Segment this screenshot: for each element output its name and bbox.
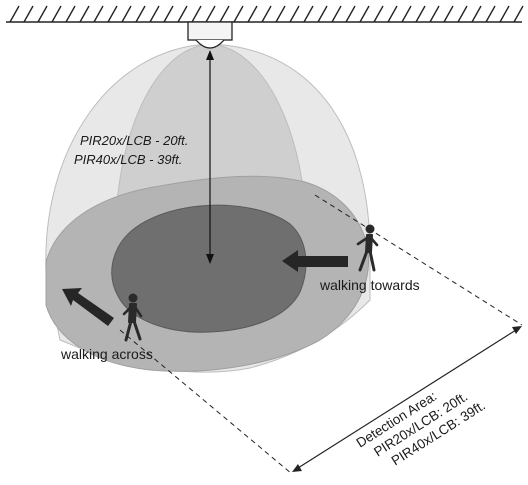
mounting-height-arrow (206, 50, 214, 264)
hatch-mark (65, 5, 76, 23)
hatch-mark (415, 5, 426, 23)
hatch-mark (163, 5, 174, 23)
hatch-mark (485, 5, 496, 23)
hatch-mark (401, 5, 412, 23)
hatch-mark (331, 5, 342, 23)
hatch-mark (121, 5, 132, 23)
hatch-mark (317, 5, 328, 23)
hatch-mark (51, 5, 62, 23)
person-walking-towards-icon (356, 224, 379, 272)
hatch-mark (79, 5, 90, 23)
hatch-mark (359, 5, 370, 23)
hatch-mark (9, 5, 20, 23)
hatch-mark (443, 5, 454, 23)
hatch-mark (499, 5, 510, 23)
walking-across-arrow (62, 288, 114, 326)
hatch-mark (37, 5, 48, 23)
hatch-mark (275, 5, 286, 23)
mounting-height-line1: PIR20x/LCB - 20ft. (80, 133, 188, 148)
hatch-mark (261, 5, 272, 23)
hatch-mark (345, 5, 356, 23)
hatch-mark (177, 5, 188, 23)
walking-towards-label: walking towards (319, 277, 420, 293)
hatch-mark (191, 5, 202, 23)
hatch-mark (457, 5, 468, 23)
hatch-mark (135, 5, 146, 23)
hatch-mark (289, 5, 300, 23)
walking-towards-arrow (282, 250, 348, 272)
core-detection-zone (111, 204, 307, 333)
sensor-icon (187, 21, 233, 49)
hatch-mark (303, 5, 314, 23)
hatch-mark (373, 5, 384, 23)
detection-area-labels: Detection Area: PIR20x/LCB: 20ft. PIR40x… (354, 388, 488, 468)
hatch-mark (23, 5, 34, 23)
hatch-mark (205, 5, 216, 23)
person-walking-across-icon (122, 293, 143, 342)
hatch-mark (93, 5, 104, 23)
hatch-mark (219, 5, 230, 23)
hatch-mark (387, 5, 398, 23)
hatch-mark (429, 5, 440, 23)
ceiling (6, 5, 524, 23)
mounting-height-line2: PIR40x/LCB - 39ft. (74, 152, 182, 167)
hatch-mark (513, 5, 524, 23)
detection-area-dimension (119, 194, 523, 475)
ceiling-hatching (9, 5, 524, 23)
hatch-mark (107, 5, 118, 23)
hatch-mark (247, 5, 258, 23)
hatch-mark (471, 5, 482, 23)
hatch-mark (149, 5, 160, 23)
walking-across-label: walking across (60, 346, 153, 362)
hatch-mark (233, 5, 244, 23)
